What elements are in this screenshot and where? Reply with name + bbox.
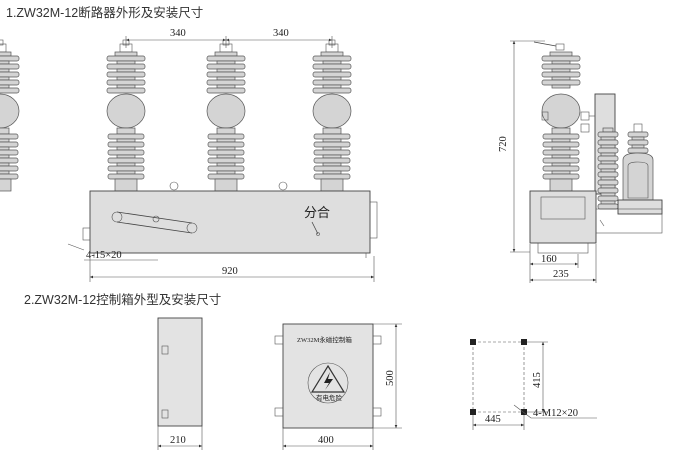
side-height: 720 bbox=[498, 136, 509, 152]
box-front-height: 500 bbox=[385, 370, 396, 386]
mount-hole bbox=[521, 409, 527, 415]
mounting-hole-pattern: 415 445 4-M12×20 bbox=[470, 339, 597, 430]
section1-title: 1.ZW32M-12断路器外形及安装尺寸 bbox=[6, 5, 203, 20]
voltage-transformer bbox=[617, 123, 663, 215]
control-box-front-view: ZW32M永磁控制箱 有电危险 400 500 bbox=[274, 323, 402, 450]
open-close-label: 分合 bbox=[304, 205, 330, 220]
box-side-width: 210 bbox=[170, 435, 186, 446]
insulator-pole-middle bbox=[206, 39, 246, 192]
breaker-front-view: 340 340 bbox=[0, 28, 378, 282]
side-depth-inner: 160 bbox=[541, 254, 557, 265]
pole-spacing-left: 340 bbox=[170, 28, 186, 39]
mount-hole bbox=[470, 409, 476, 415]
overall-width: 920 bbox=[222, 266, 238, 277]
breaker-body bbox=[89, 190, 371, 254]
warning-triangle-icon bbox=[310, 364, 346, 393]
mounting-hole-label: 4-15×20 bbox=[86, 250, 122, 261]
breaker-side-view: 720 bbox=[498, 40, 663, 283]
insulator-pole-right bbox=[312, 39, 352, 192]
mount-hole bbox=[521, 339, 527, 345]
insulator-pole bbox=[0, 39, 20, 192]
current-transformer bbox=[597, 127, 619, 210]
mount-height: 415 bbox=[532, 372, 543, 388]
section2-title: 2.ZW32M-12控制箱外型及安装尺寸 bbox=[24, 292, 221, 307]
control-box-side-view: 210 bbox=[157, 317, 203, 450]
lightning-icon bbox=[324, 372, 333, 390]
mount-hole-label: 4-M12×20 bbox=[533, 408, 578, 419]
mount-hole bbox=[470, 339, 476, 345]
insulator-pole-left bbox=[106, 39, 146, 192]
side-depth-outer: 235 bbox=[553, 269, 569, 280]
warning-badge bbox=[307, 362, 349, 404]
pole-spacing-right: 340 bbox=[273, 28, 289, 39]
box-front-width: 400 bbox=[318, 435, 334, 446]
warning-label: 有电危险 bbox=[316, 393, 343, 402]
control-box-label: ZW32M永磁控制箱 bbox=[297, 335, 352, 344]
mount-width: 445 bbox=[485, 414, 501, 425]
